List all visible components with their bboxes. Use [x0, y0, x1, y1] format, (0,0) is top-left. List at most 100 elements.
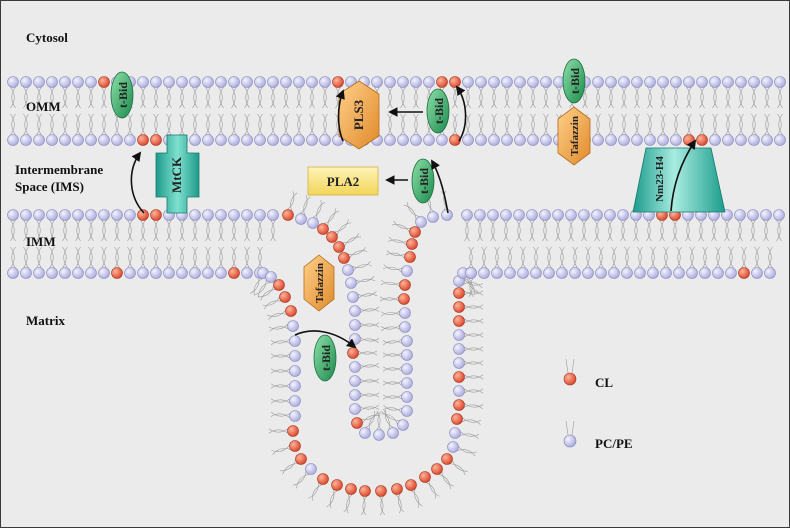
pcpe-lipid-head	[387, 427, 399, 439]
cl-lipid-head	[451, 413, 463, 425]
pcpe-lipid-head	[228, 134, 240, 146]
pcpe-lipid-head	[46, 209, 58, 221]
pcpe-lipid-head	[631, 76, 643, 88]
pcpe-lipid-head	[254, 134, 266, 146]
label-ims-line1: Intermembrane	[15, 162, 103, 177]
pcpe-lipid-head	[401, 377, 413, 389]
pcpe-lipid-head	[373, 429, 385, 441]
pcpe-lipid-head	[683, 76, 695, 88]
pcpe-lipid-head	[747, 209, 759, 221]
pcpe-lipid-head	[46, 267, 58, 279]
pcpe-lipid-head	[605, 76, 617, 88]
cl-lipid-head	[696, 134, 708, 146]
label-omm: OMM	[26, 99, 61, 114]
pcpe-lipid-head	[20, 76, 32, 88]
pcpe-lipid-head	[349, 389, 361, 401]
pcpe-lipid-head	[59, 134, 71, 146]
pcpe-lipid-head	[401, 405, 413, 417]
cl-lipid-head	[453, 301, 465, 313]
pcpe-lipid-head	[189, 76, 201, 88]
pcpe-lipid-head	[46, 134, 58, 146]
pcpe-lipid-head	[501, 76, 513, 88]
pcpe-lipid-head	[215, 209, 227, 221]
pcpe-lipid-head	[504, 267, 516, 279]
tbid-omm-left: t-Bid	[110, 71, 134, 119]
pcpe-lipid-head	[410, 76, 422, 88]
pcpe-lipid-head	[591, 209, 603, 221]
cl-lipid-head	[406, 238, 418, 250]
lipid-heads	[7, 76, 786, 497]
pcpe-lipid-head	[349, 375, 361, 387]
pcpe-lipid-head	[415, 216, 427, 228]
pcpe-lipid-head	[189, 267, 201, 279]
arrow-tbid-omm-flip	[455, 85, 467, 142]
pcpe-lipid-head	[748, 134, 760, 146]
pcpe-lipid-head	[582, 267, 594, 279]
pcpe-lipid-head	[735, 134, 747, 146]
pcpe-lipid-head	[488, 134, 500, 146]
pcpe-lipid-head	[475, 134, 487, 146]
cl-lipid-head	[282, 209, 294, 221]
pcpe-lipid-head	[319, 134, 331, 146]
pcpe-lipid-head	[289, 395, 301, 407]
pcpe-lipid-head	[7, 267, 19, 279]
arrow-mtck-transfer	[130, 151, 145, 214]
pcpe-lipid-head	[349, 305, 361, 317]
pls3-protein: PLS3	[338, 80, 380, 150]
cl-lipid-head	[398, 293, 410, 305]
pcpe-lipid-head	[500, 209, 512, 221]
pcpe-lipid-head	[410, 134, 422, 146]
pcpe-lipid-head	[72, 267, 84, 279]
pcpe-lipid-head	[617, 209, 629, 221]
pcpe-lipid-head	[453, 385, 465, 397]
pcpe-lipid-head	[699, 267, 711, 279]
pcpe-lipid-head	[280, 134, 292, 146]
pcpe-lipid-head	[751, 267, 763, 279]
pcpe-lipid-head	[254, 76, 266, 88]
pcpe-lipid-head	[530, 267, 542, 279]
pcpe-lipid-head	[7, 134, 19, 146]
pcpe-lipid-head	[774, 134, 786, 146]
pcpe-lipid-head	[111, 134, 123, 146]
pcpe-lipid-head	[20, 209, 32, 221]
pcpe-lipid-head	[349, 403, 361, 415]
pcpe-lipid-head	[605, 134, 617, 146]
cl-lipid-head	[331, 479, 343, 491]
tafazzin-imm: Tafazzin	[303, 254, 335, 312]
cl-lipid-head	[150, 134, 162, 146]
pcpe-lipid-head	[280, 76, 292, 88]
nm23-h4-label: Nm23-H4	[654, 156, 666, 202]
pcpe-lipid-head	[111, 209, 123, 221]
cl-lipid-head	[404, 251, 416, 263]
pcpe-lipid-head	[734, 209, 746, 221]
pcpe-lipid-head	[46, 76, 58, 88]
arrow-nm23	[670, 139, 697, 212]
cl-lipid-head	[359, 485, 371, 497]
pcpe-lipid-head	[670, 134, 682, 146]
pcpe-lipid-head	[124, 209, 136, 221]
pcpe-lipid-head	[137, 267, 149, 279]
pcpe-lipid-head	[349, 333, 361, 345]
pcpe-lipid-head	[295, 213, 307, 225]
pcpe-lipid-head	[59, 267, 71, 279]
pla2-label: PLA2	[327, 174, 360, 189]
cl-lipid-head	[405, 479, 417, 491]
pcpe-lipid-head	[644, 76, 656, 88]
pcpe-lipid-head	[124, 267, 136, 279]
pcpe-lipid-head	[150, 267, 162, 279]
pcpe-lipid-head	[595, 267, 607, 279]
label-cytosol: Cytosol	[26, 30, 68, 45]
tbid-ims: t-Bid	[411, 158, 435, 204]
pcpe-lipid-head	[569, 267, 581, 279]
pcpe-lipid-head	[397, 76, 409, 88]
pls3-label: PLS3	[351, 99, 366, 130]
pcpe-lipid-head	[7, 76, 19, 88]
pcpe-lipid-head	[289, 350, 301, 362]
legend-pcpe-swatch	[563, 434, 577, 448]
cl-lipid-head	[453, 371, 465, 383]
pcpe-lipid-head	[618, 76, 630, 88]
cl-lipid-head	[419, 471, 431, 483]
pcpe-lipid-head	[176, 267, 188, 279]
tbid-ims-label: t-Bid	[417, 168, 431, 194]
pcpe-lipid-head	[453, 329, 465, 341]
